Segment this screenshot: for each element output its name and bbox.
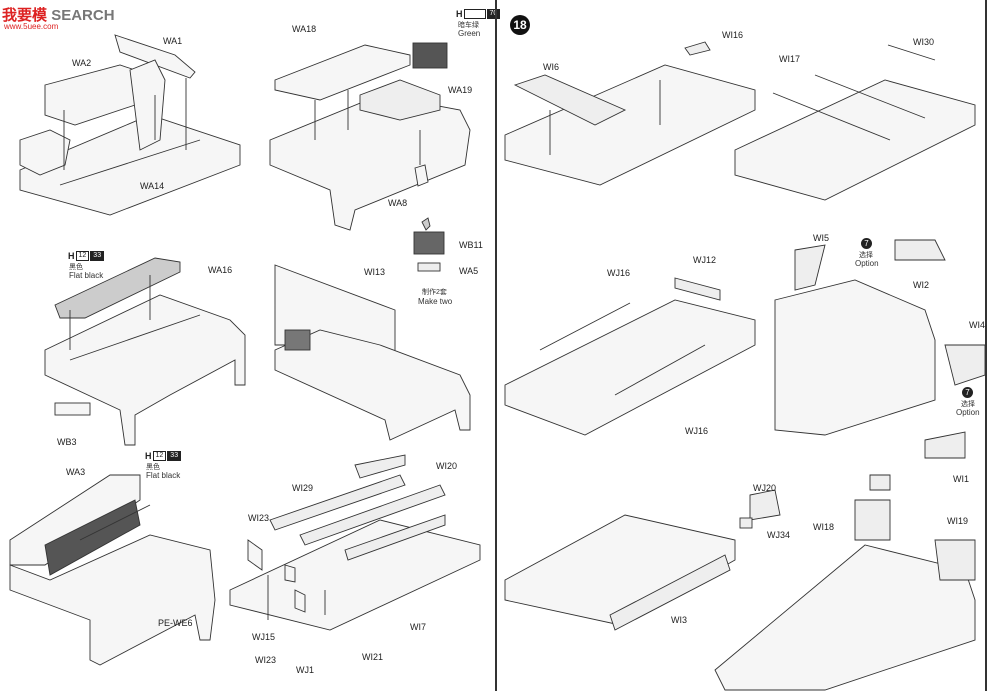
make-two-en: Make two bbox=[418, 297, 453, 306]
label-wi18: WI18 bbox=[813, 522, 835, 532]
label-wi2: WI2 bbox=[913, 280, 930, 290]
drawing-wa14-base bbox=[19, 34, 241, 216]
label-wi23-top: WI23 bbox=[248, 513, 270, 523]
right-instruction-page: WI6 WI16 WI17 WI30 WJ16 WJ12 WJ16 WI5 WI… bbox=[495, 0, 990, 691]
page-border-right bbox=[985, 0, 987, 691]
drawing-wi17-frame bbox=[734, 44, 976, 201]
label-wa18: WA18 bbox=[292, 24, 317, 34]
label-wj34: WJ34 bbox=[767, 530, 791, 540]
left-instruction-page: 我要模 SEARCH www.5uee.com bbox=[2, 7, 501, 675]
label-wj15: WJ15 bbox=[252, 632, 276, 642]
option-a-cn: 选择 bbox=[859, 252, 873, 259]
label-wi13: WI13 bbox=[364, 267, 386, 277]
drawing-wi6-frame bbox=[504, 41, 756, 186]
option-b-en: Option bbox=[956, 408, 980, 417]
option-b-cn: 选择 bbox=[961, 401, 975, 408]
label-wa3: WA3 bbox=[66, 467, 86, 477]
page-divider bbox=[495, 0, 497, 691]
label-wi17: WI17 bbox=[779, 54, 801, 64]
paint-black-b-cn: 黑色 bbox=[146, 464, 160, 471]
label-wa1: WA1 bbox=[163, 36, 183, 46]
label-wi3: WI3 bbox=[671, 615, 688, 625]
label-wa16: WA16 bbox=[208, 265, 233, 275]
label-wj16-top: WJ16 bbox=[607, 268, 631, 278]
paint-callout-green: H 70 bbox=[456, 9, 501, 19]
label-wi19: WI19 bbox=[947, 516, 969, 526]
label-wi4: WI4 bbox=[969, 320, 986, 330]
drawing-wi2-frame bbox=[774, 239, 986, 459]
paint-green-cn: 暗车绿 bbox=[458, 22, 479, 29]
make-two-cn: 制作2套 bbox=[422, 289, 447, 296]
label-pe-we6: PE-WE6 bbox=[158, 618, 193, 628]
label-wi7: WI7 bbox=[410, 622, 427, 632]
right-drawings bbox=[504, 41, 986, 691]
step-number-badge: 18 bbox=[510, 15, 530, 35]
label-wi1: WI1 bbox=[953, 474, 970, 484]
watermark-site: www.5uee.com bbox=[4, 22, 59, 31]
left-drawings bbox=[9, 34, 481, 666]
label-wi30: WI30 bbox=[913, 37, 935, 47]
label-wj16-bottom: WJ16 bbox=[685, 426, 709, 436]
label-wa2: WA2 bbox=[72, 58, 92, 68]
drawing-wj-frame bbox=[229, 454, 481, 631]
label-wi6: WI6 bbox=[543, 62, 560, 72]
label-wi29: WI29 bbox=[292, 483, 314, 493]
label-wj1: WJ1 bbox=[296, 665, 314, 675]
drawing-wb11-wa5 bbox=[413, 217, 445, 272]
label-wi20: WI20 bbox=[436, 461, 458, 471]
label-wb11: WB11 bbox=[459, 240, 483, 250]
drawing-wi13-assembly bbox=[274, 264, 471, 441]
watermark-logo: 我要模 SEARCH bbox=[2, 7, 115, 24]
option-a-en: Option bbox=[855, 259, 879, 268]
label-wj12: WJ12 bbox=[693, 255, 717, 265]
label-wi21: WI21 bbox=[362, 652, 384, 662]
drawing-wa18-assembly bbox=[269, 42, 471, 231]
drawing-wa16-assembly bbox=[44, 257, 246, 446]
paint-black-b-en: Flat black bbox=[146, 471, 181, 480]
label-wa14: WA14 bbox=[140, 181, 165, 191]
option-badge-b: 7 bbox=[962, 387, 973, 398]
label-wi23-bottom: WI23 bbox=[255, 655, 277, 665]
drawing-wi3-frame bbox=[504, 489, 781, 631]
label-wa19: WA19 bbox=[448, 85, 473, 95]
label-wb3: WB3 bbox=[57, 437, 77, 447]
option-badge-a: 7 bbox=[861, 238, 872, 249]
label-wj20: WJ20 bbox=[753, 483, 777, 493]
paint-green-en: Green bbox=[458, 29, 481, 38]
drawing-wa3-assembly bbox=[9, 474, 216, 666]
label-wa8: WA8 bbox=[388, 198, 408, 208]
label-wi16: WI16 bbox=[722, 30, 744, 40]
label-wi5: WI5 bbox=[813, 233, 830, 243]
drawing-wj16-frame bbox=[504, 277, 756, 436]
paint-black-a-en: Flat black bbox=[69, 271, 104, 280]
paint-black-a-cn: 黑色 bbox=[69, 264, 83, 271]
drawing-wi19-frame bbox=[714, 474, 976, 691]
label-wa5: WA5 bbox=[459, 266, 479, 276]
